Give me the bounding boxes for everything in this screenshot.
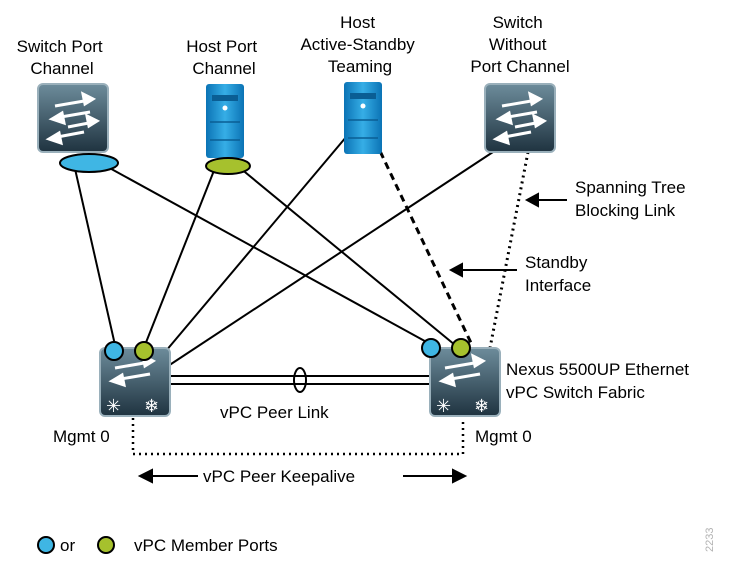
annotation-arrows bbox=[137, 192, 567, 484]
mgmt-left-label: Mgmt 0 bbox=[53, 427, 110, 446]
spanning-tree-label: Spanning Tree Blocking Link bbox=[575, 178, 690, 220]
standby-interface-label: Standby Interface bbox=[525, 253, 592, 295]
link-spc-to-left-nexus bbox=[72, 159, 116, 346]
legend: or vPC Member Ports bbox=[37, 536, 278, 555]
mgmt-right-label: Mgmt 0 bbox=[475, 427, 532, 446]
link-spc-to-right-nexus bbox=[94, 159, 433, 346]
left-nexus-blue-port bbox=[104, 341, 124, 361]
port-channel-green-ellipse bbox=[205, 157, 251, 175]
peer-link-label: vPC Peer Link bbox=[220, 403, 329, 422]
figure-id: 2233 bbox=[704, 528, 716, 552]
legend-member-ports-label: vPC Member Ports bbox=[134, 536, 278, 555]
nexus-right-switch: ✳ ❄ bbox=[429, 347, 501, 417]
link-swo-to-left-nexus bbox=[164, 151, 494, 369]
switch-port-channel-device bbox=[37, 83, 109, 153]
legend-or-text: or bbox=[60, 536, 75, 555]
host-active-standby-label: Host Active-Standby Teaming bbox=[300, 13, 419, 76]
link-hpc-to-right-nexus bbox=[239, 167, 456, 346]
host-active-standby-server bbox=[344, 82, 382, 154]
svg-text:❄: ❄ bbox=[144, 396, 159, 417]
link-has-standby-dashed bbox=[368, 129, 474, 346]
right-nexus-green-port bbox=[451, 338, 471, 358]
switch-without-port-channel-device bbox=[484, 83, 556, 153]
link-hpc-to-left-nexus bbox=[144, 167, 216, 346]
switch-port-channel-label: Switch Port Channel bbox=[17, 37, 108, 78]
links bbox=[72, 129, 530, 456]
host-port-channel-server bbox=[206, 84, 244, 158]
keepalive-path bbox=[131, 418, 465, 456]
host-port-channel-label: Host Port Channel bbox=[186, 37, 262, 78]
svg-text:✳: ✳ bbox=[106, 396, 121, 417]
keepalive-label: vPC Peer Keepalive bbox=[203, 467, 355, 486]
left-nexus-green-port bbox=[134, 341, 154, 361]
nexus-label: Nexus 5500UP Ethernet vPC Switch Fabric bbox=[506, 360, 694, 402]
port-channel-blue-ellipse bbox=[59, 153, 119, 173]
right-nexus-blue-port bbox=[421, 338, 441, 358]
link-has-to-left-nexus bbox=[159, 129, 353, 359]
legend-blue-port bbox=[37, 536, 55, 554]
link-swo-blocking-dotted bbox=[488, 151, 530, 349]
legend-green-port bbox=[97, 536, 115, 554]
switch-without-pc-label: Switch Without Port Channel bbox=[470, 13, 569, 76]
svg-text:✳: ✳ bbox=[436, 396, 451, 417]
peer-link-ellipse bbox=[293, 367, 307, 393]
svg-text:❄: ❄ bbox=[474, 396, 489, 417]
